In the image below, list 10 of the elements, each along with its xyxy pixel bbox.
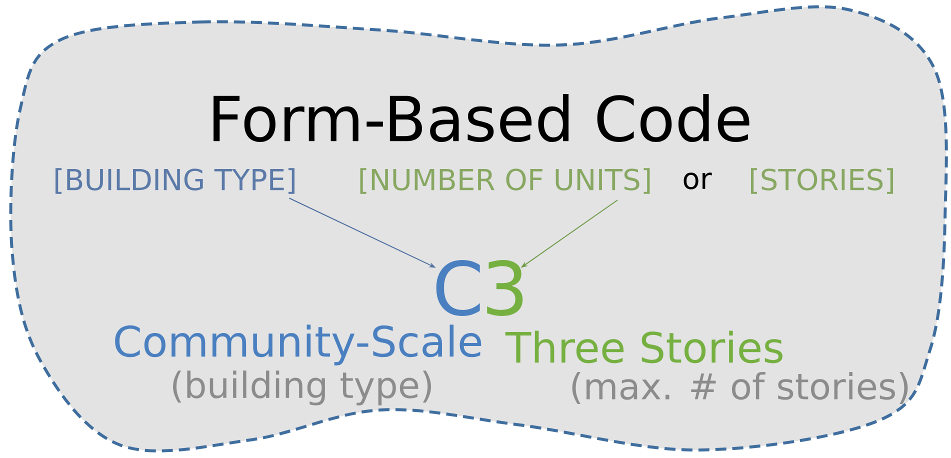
category-name: Three Stories [505,330,782,364]
bracket-label: [NUMBER OF UNITS] [360,168,650,194]
code-digit: 3 [487,260,523,316]
category-note: (building type) [173,370,431,406]
bracket-label: [STORIES] [750,168,894,194]
category-note: (max. # of stories) [572,372,908,404]
bracket-label: [BUILDING TYPE] [56,168,294,194]
category-name: Community-Scale [115,324,482,366]
code-letter: C [436,260,480,316]
connector-word: or [684,172,712,190]
